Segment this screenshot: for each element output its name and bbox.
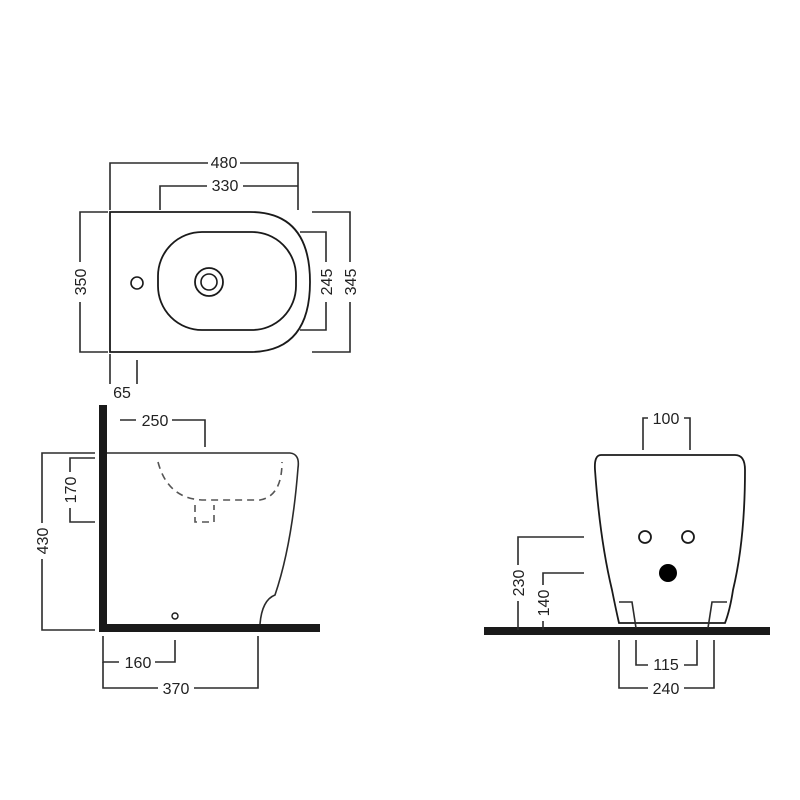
- front-view-right-foot: [707, 601, 727, 629]
- dim-top-tap-offset: 65: [113, 385, 131, 402]
- drain-inner-icon: [200, 273, 218, 291]
- dim-side-rim-to-waste: 170: [63, 477, 80, 504]
- dim-top-depth-right: 345: [343, 269, 360, 296]
- side-view: 250 170 430 160 370: [32, 405, 320, 698]
- dim-side-fixing-offset: 160: [125, 655, 152, 672]
- dim-front-waste-width: 100: [653, 411, 680, 428]
- top-view-bowl: [157, 231, 297, 331]
- dim-top-width-bowl: 330: [212, 178, 239, 195]
- side-view-waste-hidden: [194, 505, 215, 523]
- front-view: 100 230 140 115 240: [484, 408, 770, 698]
- dim-front-fixing-spacing: 115: [653, 657, 679, 674]
- inlet-right-icon: [681, 530, 695, 544]
- dim-side-height: 430: [35, 528, 52, 555]
- dim-top-depth-bowl: 245: [319, 269, 336, 296]
- front-view-outline: [593, 454, 746, 624]
- side-view-outline: [107, 452, 300, 625]
- dim-side-waste-offset: 250: [142, 413, 169, 430]
- inlet-left-icon: [638, 530, 652, 544]
- dim-front-base-width: 240: [653, 681, 680, 698]
- side-view-fixing-icon: [171, 612, 179, 620]
- side-view-floor: [99, 624, 320, 632]
- dim-side-length: 370: [163, 681, 190, 698]
- dim-front-outlet-height: 140: [536, 590, 553, 617]
- side-view-bowl-hidden: [157, 461, 283, 501]
- dim-front-inlet-height: 230: [511, 570, 528, 597]
- top-view: 480 330 350 245 345 65: [70, 152, 360, 402]
- side-view-wall: [99, 405, 107, 630]
- front-view-floor: [484, 627, 770, 635]
- front-view-left-foot: [619, 601, 637, 629]
- dim-top-depth-overall: 350: [73, 269, 90, 296]
- dim-top-width-overall: 480: [211, 155, 238, 172]
- tap-hole-icon: [130, 276, 144, 290]
- outlet-icon: [659, 564, 677, 582]
